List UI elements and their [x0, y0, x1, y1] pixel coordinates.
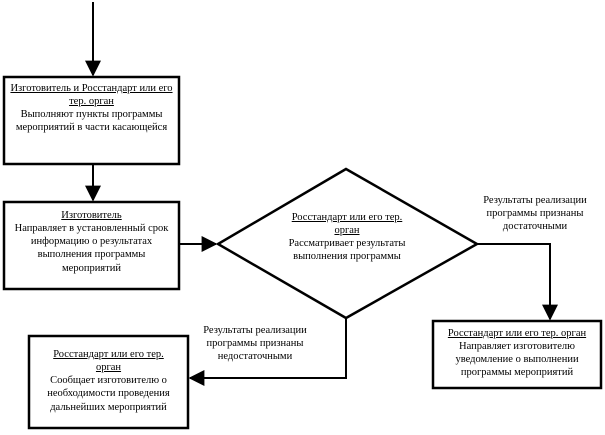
box-notify-shape	[431, 319, 603, 390]
box-report-text: Изготовитель Направляет в установленный …	[6, 209, 177, 275]
arrow-decision-to-further	[188, 318, 347, 386]
box-execute-body: Выполняют пункты программы мероприятий в…	[15, 109, 168, 134]
arrow-decision-to-notify	[477, 243, 558, 321]
decision-text: Росстандарт или его тер. орган Рассматри…	[287, 211, 407, 264]
box-report-body: Направляет в установленный срок информац…	[14, 223, 169, 274]
edge-label-insufficient: Результаты реализации программы признаны…	[203, 325, 307, 363]
box-notify-body: Направляет изготовителю уведомление о вы…	[455, 341, 579, 379]
box-execute-title: Изготовитель и Росстандарт или его тер. …	[10, 83, 173, 108]
box-notify-text: Росстандарт или его тер. орган Направляе…	[435, 327, 599, 380]
box-notify-title: Росстандарт или его тер. орган	[447, 328, 587, 339]
decision-title: Росстандарт или его тер. орган	[291, 212, 403, 237]
box-execute-text: Изготовитель и Росстандарт или его тер. …	[6, 82, 177, 135]
box-execute-shape	[2, 75, 181, 166]
decision-body: Рассматривает результаты выполнения прог…	[288, 238, 406, 263]
box-report-title: Изготовитель	[61, 210, 122, 221]
box-further-body: Сообщает изготовителю о необходимости пр…	[47, 375, 170, 413]
box-further-title: Росстандарт или его тер. орган	[53, 349, 164, 374]
edge-label-sufficient: Результаты реализации программы признаны…	[483, 195, 587, 233]
box-further-shape	[27, 334, 190, 430]
box-further-text: Росстандарт или его тер. орган Сообщает …	[31, 348, 186, 414]
box-report-shape	[2, 200, 181, 291]
